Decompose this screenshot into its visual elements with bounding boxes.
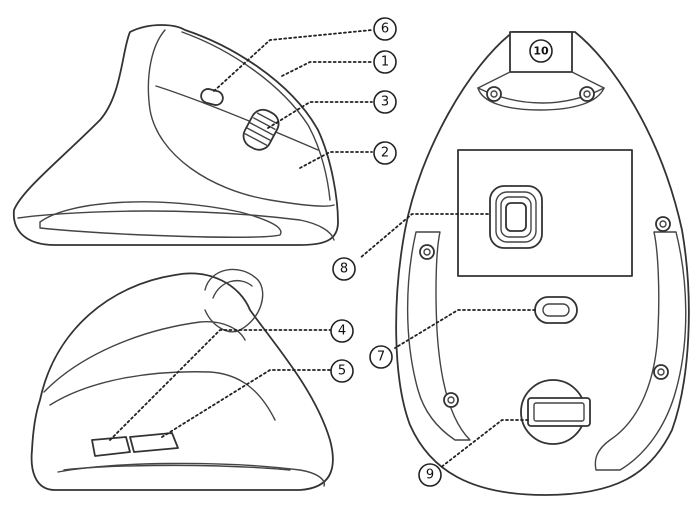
callout-3: 3 bbox=[373, 90, 397, 114]
callout-2: 2 bbox=[373, 141, 397, 165]
svg-text:8: 8 bbox=[340, 262, 348, 277]
svg-text:5: 5 bbox=[338, 364, 346, 379]
callout-1: 1 bbox=[373, 50, 397, 74]
screw-icon bbox=[443, 392, 459, 408]
callout-4: 4 bbox=[330, 319, 354, 343]
svg-text:1: 1 bbox=[381, 55, 389, 70]
svg-text:10: 10 bbox=[533, 45, 549, 58]
svg-text:4: 4 bbox=[338, 324, 346, 339]
svg-text:2: 2 bbox=[381, 146, 389, 161]
label-plate bbox=[457, 149, 633, 277]
back-thumb-button-icon bbox=[91, 436, 131, 457]
screw-icon bbox=[486, 86, 502, 102]
callout-5: 5 bbox=[330, 359, 354, 383]
dpi-switch-icon bbox=[534, 296, 578, 324]
callout-7: 7 bbox=[369, 345, 393, 369]
screw-icon bbox=[653, 364, 669, 380]
svg-text:6: 6 bbox=[381, 22, 389, 37]
callout-8: 8 bbox=[332, 257, 356, 281]
screw-icon bbox=[655, 216, 671, 232]
scroll-wheel-icon bbox=[242, 108, 280, 151]
mouse-side-view-top bbox=[12, 24, 339, 246]
screw-icon bbox=[419, 244, 435, 260]
svg-text:7: 7 bbox=[377, 350, 385, 365]
optical-sensor-icon bbox=[489, 185, 543, 249]
power-switch-icon bbox=[527, 397, 591, 427]
screw-icon bbox=[579, 86, 595, 102]
svg-text:3: 3 bbox=[381, 95, 389, 110]
callout-6: 6 bbox=[373, 17, 397, 41]
callout-9: 9 bbox=[418, 463, 442, 487]
mouse-side-view-bottom bbox=[30, 268, 334, 491]
leader-lines bbox=[109, 29, 536, 469]
mouse-bottom-view bbox=[395, 31, 690, 496]
svg-text:9: 9 bbox=[426, 468, 434, 483]
callout-10: 10 bbox=[529, 39, 553, 63]
forward-thumb-button-icon bbox=[129, 432, 179, 453]
